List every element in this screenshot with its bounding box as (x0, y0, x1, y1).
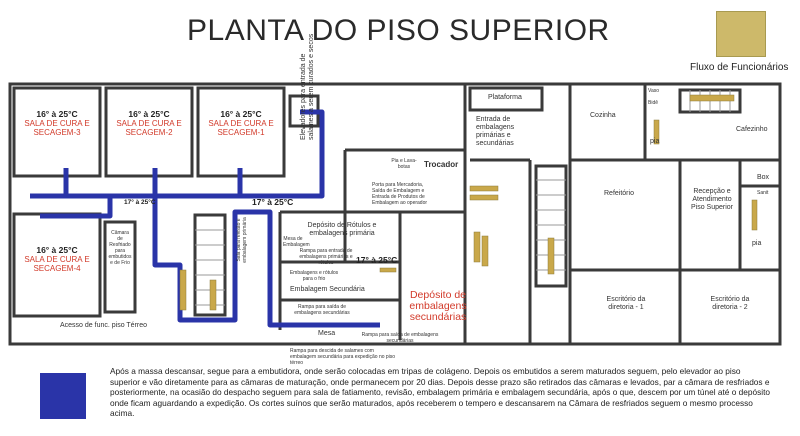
bide-label: Bidê (648, 100, 659, 106)
recepcao-label: Recepção e Atendimento Piso Superior (690, 188, 734, 211)
corridor-temp-small: 17° à 25°C (124, 199, 156, 206)
product-flow-line (30, 109, 380, 328)
legend-swatch (716, 11, 766, 57)
sala-revisao-label: Sala para revisão e embalagem primária (236, 217, 248, 263)
porta-mercadoria-label: Porta para Mercadoria, Saída de Embalage… (372, 182, 428, 206)
sanit-label: Sanit (757, 190, 769, 196)
camara-wall (103, 220, 137, 314)
embalagem-secundaria-label: Embalagem Secundária (290, 286, 365, 293)
cozinha-label: Cozinha (590, 112, 616, 119)
camara-label: Câmara de Resfriado para embutidos e de … (108, 230, 132, 266)
sala1-label: 16° à 25°C SALA DE CURA E SECAGEM-1 (208, 109, 274, 138)
refeitorio-label: Refeitório (604, 190, 634, 197)
pia-label: pia (650, 138, 660, 145)
rampa-saida-label: Rampa para saída de embalagens secundári… (294, 304, 350, 316)
escritorio1-label: Escritório da diretoria - 1 (606, 296, 646, 311)
embalagens-frio-label: Embalagens e rótulos para o frio (289, 270, 339, 282)
vaso-label: Vaso (648, 88, 660, 94)
outer-wall (8, 82, 782, 346)
deposito-secundarias-label: Depósito de embalagens secundárias (409, 289, 467, 323)
mesa-label: Mesa (318, 330, 336, 337)
sala2-wall (104, 86, 194, 178)
entrada-embalagens-label: Entrada de embalagens primárias e secund… (476, 116, 515, 147)
pia-lava-botas: Pia e Lava-botas (391, 158, 417, 170)
elevators-label: Elevadores para entrada de salames a ser… (300, 33, 315, 140)
plataforma-wall (468, 86, 544, 112)
legend-label: Fluxo de Funcionários (690, 62, 789, 73)
process-description: Após a massa descansar, segue para a emb… (110, 366, 770, 419)
stairs-left (193, 213, 227, 317)
rampa-descida-label: Rampa para descida de salames com embala… (290, 348, 396, 366)
mesa-embalagem-label: Mesa de Embalagem (283, 236, 310, 248)
staff-flow-arrows (179, 94, 758, 311)
acesso-label: Acesso de func. piso Térreo (60, 322, 148, 329)
sala3-label: 16° à 25°C SALA DE CURA E SECAGEM-3 (24, 109, 90, 138)
deposito-rotulos-label: Depósito de Rótulos e embalagens primári… (307, 222, 377, 237)
cafezinho-label: Cafezinho (736, 126, 768, 133)
stairs-right (534, 164, 568, 288)
sala3-wall (12, 86, 102, 178)
sala4-label: 16° à 25°C SALA DE CURA E SECAGEM-4 (24, 245, 90, 274)
rampa-embalagens-label: Rampa para entrada de embalagens primári… (299, 248, 353, 266)
plataforma-label: Plataforma (488, 94, 522, 101)
box-label: Box (757, 174, 770, 181)
pia-box-label: pia (752, 240, 762, 247)
corridor-temp: 17° à 25°C (252, 197, 294, 207)
corridor-temp-2: 17° à 25°C (356, 255, 398, 265)
sala2-label: 16° à 25°C SALA DE CURA E SECAGEM-2 (116, 109, 182, 138)
trocador-label: Trocador (424, 160, 459, 169)
product-flow-key (40, 373, 86, 419)
page-title: PLANTA DO PISO SUPERIOR (187, 14, 610, 47)
escritorio2-label: Escritório da diretoria - 2 (710, 296, 750, 311)
rampa-deposito-label: Rampa para saída de embalagens secundári… (361, 332, 439, 344)
